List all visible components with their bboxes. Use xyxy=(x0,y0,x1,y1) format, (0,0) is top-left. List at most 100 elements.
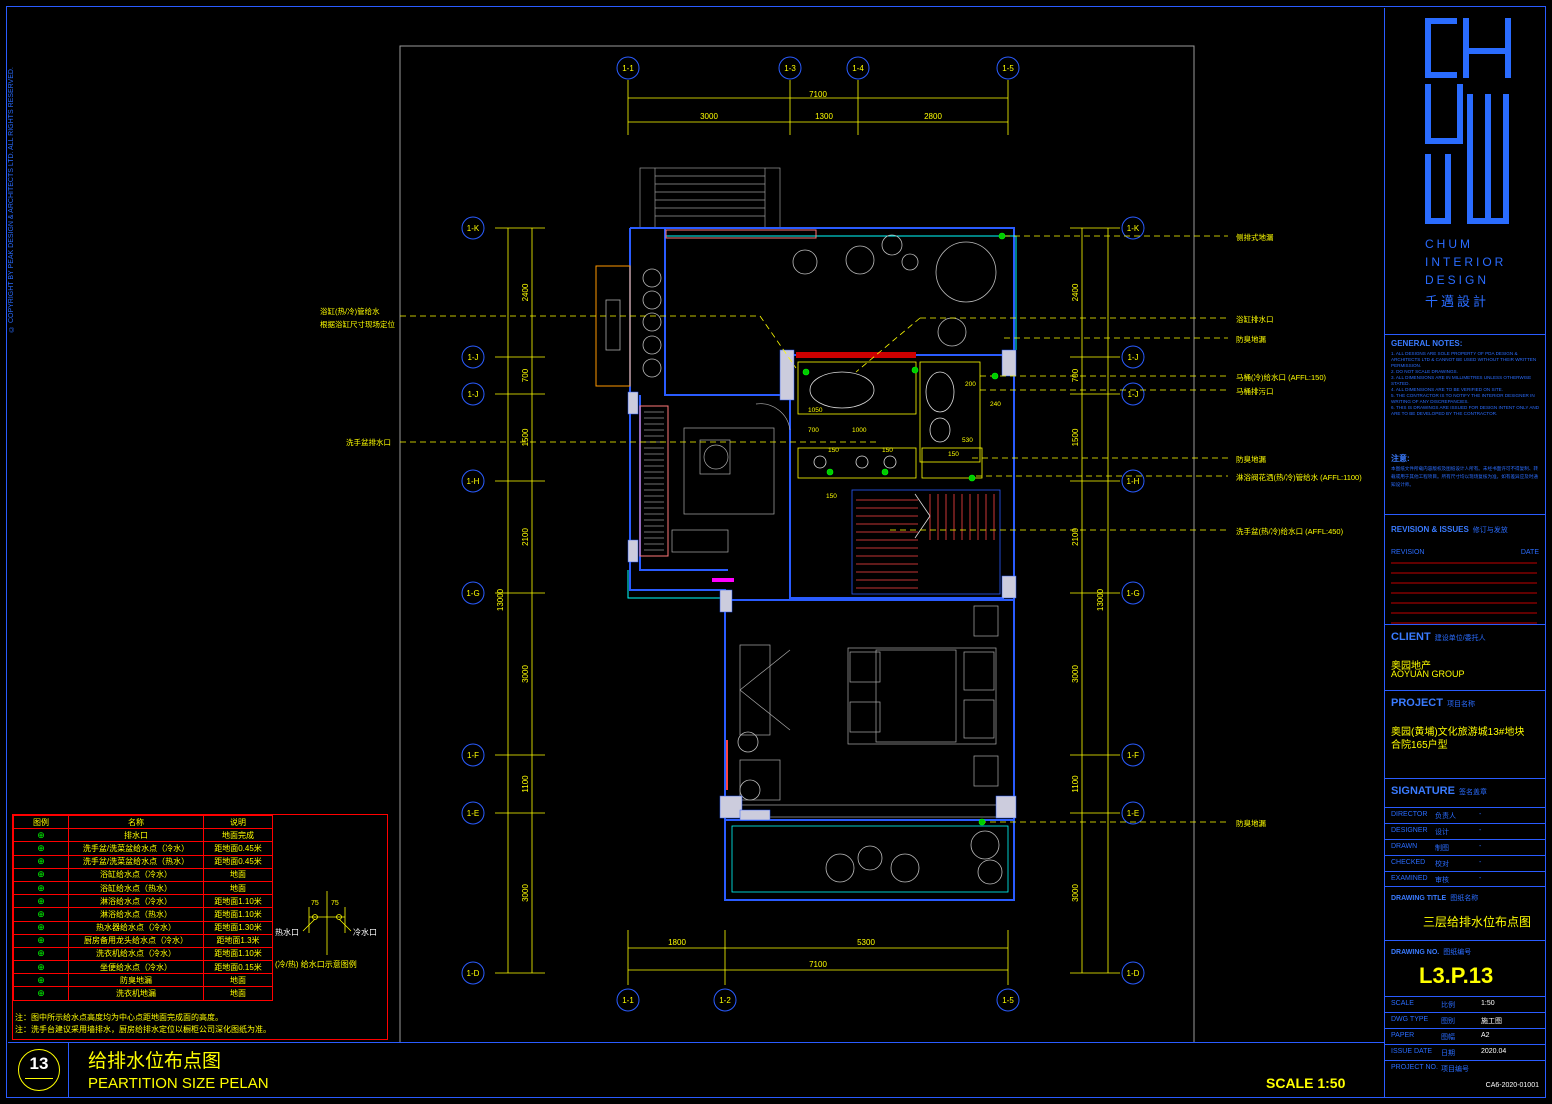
project-code: CA6-2020-01001 xyxy=(1485,1082,1539,1089)
drawing-title-label: DRAWING TITLE xyxy=(1391,895,1447,902)
grid-bubble xyxy=(996,988,1020,1012)
dim-vertical: 3000 xyxy=(521,884,530,902)
cold-label: 冷水口 xyxy=(353,927,377,937)
sig-value: - xyxy=(1479,827,1482,834)
revision-lines xyxy=(1391,562,1537,624)
dim-top-seg: 1300 xyxy=(815,112,833,121)
inner-dim: 150 xyxy=(828,447,839,454)
grid-label-left: 1-K xyxy=(467,224,480,233)
sig-role-en: DIRECTOR xyxy=(1391,811,1428,818)
drawing-no-value: L3.P.13 xyxy=(1419,963,1494,988)
revision-title-cn: 修订与发放 xyxy=(1472,527,1508,534)
dim-vertical: 3000 xyxy=(1071,884,1080,902)
meta-value: A2 xyxy=(1481,1032,1490,1039)
grid-label-top: 1-1 xyxy=(622,64,634,73)
meta-label-en: DWG TYPE xyxy=(1391,1016,1429,1023)
legend-name: 洗手盆/洗菜盆给水点（热水） xyxy=(68,854,204,869)
dim-vertical: 13000 xyxy=(496,588,505,611)
grid-bubble xyxy=(713,988,737,1012)
grid-bubble xyxy=(1121,216,1145,240)
legend-row: ⊕洗衣机给水点（冷水）距地面1.10米 xyxy=(13,946,273,962)
legend-name: 坐便给水点（冷水） xyxy=(68,960,204,975)
legend-desc: 距地面0.15米 xyxy=(203,960,273,975)
note-item: 2. DO NOT SCALE DRAWINGS. xyxy=(1391,369,1458,374)
legend-row: ⊕热水器给水点（冷水）距地面1.30米 xyxy=(13,920,273,935)
callout-right: 防臭地漏 xyxy=(1236,818,1266,828)
hot-label: 热水口 xyxy=(275,927,299,937)
legend-symbol: ⊕ xyxy=(13,828,69,843)
grid-label-top: 1-3 xyxy=(784,64,796,73)
legend-symbol: ⊕ xyxy=(13,854,69,869)
meta-label-cn: 图别 xyxy=(1441,1018,1455,1025)
legend-name: 淋浴给水点（冷水） xyxy=(68,894,204,909)
grid-label-left: 1-H xyxy=(467,477,480,486)
dim-vertical: 2100 xyxy=(521,528,530,546)
inner-dim: 530 xyxy=(962,437,973,444)
grid-bubble xyxy=(461,961,485,985)
signature-title-cn: 签名盖章 xyxy=(1458,789,1487,796)
client-name-en: AOYUAN GROUP xyxy=(1391,669,1465,679)
grid-bubble xyxy=(1121,469,1145,493)
grid-label-left: 1-F xyxy=(467,751,479,760)
dim-vertical: 2400 xyxy=(1071,283,1080,301)
legend-row: ⊕厨房备用龙头给水点（冷水）距地面1.3米 xyxy=(13,933,273,948)
note-item: 3. ALL DIMENSIONS ARE IN MILLIMETRES UNL… xyxy=(1391,375,1532,386)
dim-vertical: 700 xyxy=(521,368,530,382)
logo-chum: CHUM xyxy=(1425,237,1473,251)
grid-bubble xyxy=(461,345,485,369)
grid-label-bottom: 1-5 xyxy=(1002,996,1014,1005)
inner-dim: 150 xyxy=(826,493,837,500)
sig-role-en: CHECKED xyxy=(1391,859,1426,866)
note-item: 4. ALL DIMENSIONS ARE TO BE VERIFIED ON … xyxy=(1391,387,1503,392)
sig-role-en: EXAMINED xyxy=(1391,875,1428,882)
legend-symbol: ⊕ xyxy=(13,960,69,975)
legend-header: 说明 xyxy=(203,814,273,830)
dim-bottom-total: 7100 xyxy=(809,960,827,969)
dim-vertical: 2100 xyxy=(1071,528,1080,546)
grid-label-left: 1-G xyxy=(466,589,479,598)
legend-name: 排水口 xyxy=(68,828,204,843)
legend-panel: 图例 名称 说明 ⊕排水口地面完成⊕洗手盆/洗菜盆给水点（冷水）距地面0.45米… xyxy=(12,814,388,1040)
grid-label-left: 1-J xyxy=(467,390,478,399)
grid-bubble xyxy=(778,56,802,80)
title-bar: 13 给排水位布点图 PEARTITION SIZE PELAN SCALE 1… xyxy=(8,1042,1384,1097)
dim-vertical: 3000 xyxy=(1071,665,1080,683)
grid-label-right: 1-J xyxy=(1127,353,1138,362)
meta-label-en: PROJECT NO. xyxy=(1391,1064,1438,1071)
inner-dim: 150 xyxy=(948,451,959,458)
legend-desc: 地面 xyxy=(203,986,273,1001)
legend-row: ⊕淋浴给水点（热水）距地面1.10米 xyxy=(13,907,273,922)
callout-right: 马桶(冷)给水口 (AFFL:150) xyxy=(1236,372,1327,382)
legend-symbol: ⊕ xyxy=(13,880,69,896)
note-item: 6. THIS IS DRAWINGS ARE ISSUED FOR DESIG… xyxy=(1391,405,1540,416)
sig-role-cn: 审核 xyxy=(1435,877,1449,884)
meta-value: 2020.04 xyxy=(1481,1048,1507,1055)
callout-left: 浴缸(热/冷)管给水 xyxy=(320,306,380,316)
revision-title: REVISION & ISSUES xyxy=(1391,525,1469,534)
grid-bubble xyxy=(1121,581,1145,605)
inner-dim: 200 xyxy=(965,381,976,388)
legend-symbol: ⊕ xyxy=(13,973,69,988)
grid-bubble xyxy=(846,56,870,80)
legend-row: ⊕坐便给水点（冷水）距地面0.15米 xyxy=(13,960,273,975)
legend-row: ⊕洗手盆/洗菜盆给水点（热水）距地面0.45米 xyxy=(13,854,273,869)
legend-row: ⊕浴缸给水点（热水）地面 xyxy=(13,880,273,896)
note-item: 1. ALL DESIGNS ARE SOLE PROPERTY OF PDA … xyxy=(1391,351,1537,368)
dim-top-total: 7100 xyxy=(809,90,827,99)
inner-dim: 240 xyxy=(990,401,1001,408)
logo-interior: INTERIOR xyxy=(1425,255,1506,269)
legend-row: ⊕洗手盆/洗菜盆给水点（冷水）距地面0.45米 xyxy=(13,841,273,856)
notes-cn-title: 注意: xyxy=(1391,454,1410,463)
revision-col: REVISION xyxy=(1391,549,1425,556)
grid-bubble xyxy=(616,56,640,80)
grid-bubble xyxy=(1121,801,1145,825)
inner-dim: 150 xyxy=(882,447,893,454)
callout-right: 淋浴阀花洒(热/冷)管给水 (AFFL:1100) xyxy=(1236,472,1362,482)
grid-label-right: 1-K xyxy=(1127,224,1140,233)
grid-bubble xyxy=(461,581,485,605)
